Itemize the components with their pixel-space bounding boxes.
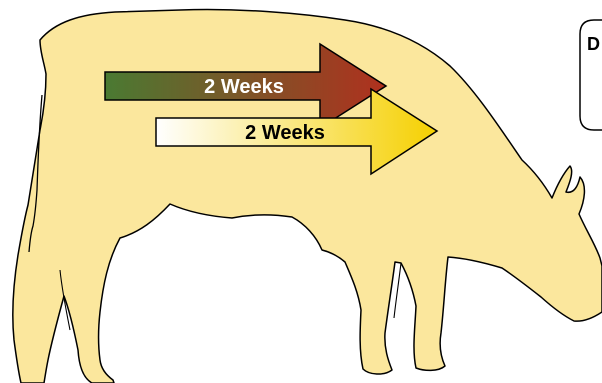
arrow-2-label: 2 Weeks: [245, 122, 325, 144]
callout-text: D: [587, 34, 600, 54]
cow-silhouette: [13, 10, 602, 383]
arrow-1-label: 2 Weeks: [204, 76, 284, 98]
cow-leg-line: [394, 263, 401, 318]
callout-box: D: [580, 20, 602, 130]
